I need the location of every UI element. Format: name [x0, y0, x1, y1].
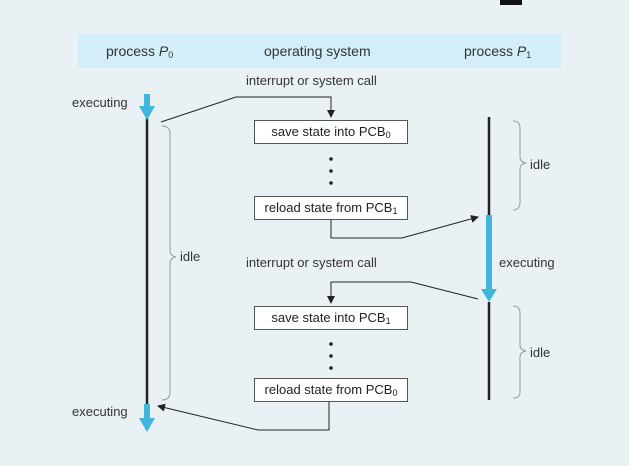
p1-executing-arrow	[481, 215, 497, 302]
p0-executing-arrow-bottom	[139, 404, 155, 432]
reload-state-pcb1-box: reload state from PCB1	[254, 196, 408, 220]
header-process-p1: process P1	[464, 43, 532, 60]
dots-lower	[329, 342, 333, 370]
save-state-pcb0-box: save state into PCB0	[254, 120, 408, 144]
header-band	[78, 34, 561, 68]
interrupt-label-2: interrupt or system call	[246, 255, 377, 270]
p1-executing-label: executing	[499, 255, 555, 270]
p1-idle-label-bottom: idle	[530, 345, 551, 360]
connector-p1-to-save1	[327, 281, 479, 304]
header-operating-system: operating system	[264, 43, 371, 59]
p1-idle-label-top: idle	[530, 157, 551, 172]
connector-p0-to-save0	[160, 96, 335, 123]
header-process-p0: process P0	[106, 43, 174, 60]
p0-executing-arrow-top	[139, 94, 155, 120]
save-state-pcb1-box: save state into PCB1	[254, 306, 408, 330]
reload-state-pcb0-box: reload state from PCB0	[254, 378, 408, 402]
p0-executing-label-top: executing	[72, 95, 128, 110]
interrupt-label-1: interrupt or system call	[246, 73, 377, 88]
top-edge-marker	[500, 0, 522, 5]
p0-idle-label: idle	[180, 249, 201, 264]
brace-p1-idle-top	[512, 120, 527, 211]
brace-p1-idle-bottom	[512, 305, 527, 399]
p0-executing-label-bottom: executing	[72, 404, 128, 419]
connector-reload1-to-p1	[330, 215, 479, 239]
brace-p0-idle	[161, 125, 177, 401]
dots-upper	[329, 157, 333, 185]
connector-reload0-to-p0	[157, 401, 330, 431]
